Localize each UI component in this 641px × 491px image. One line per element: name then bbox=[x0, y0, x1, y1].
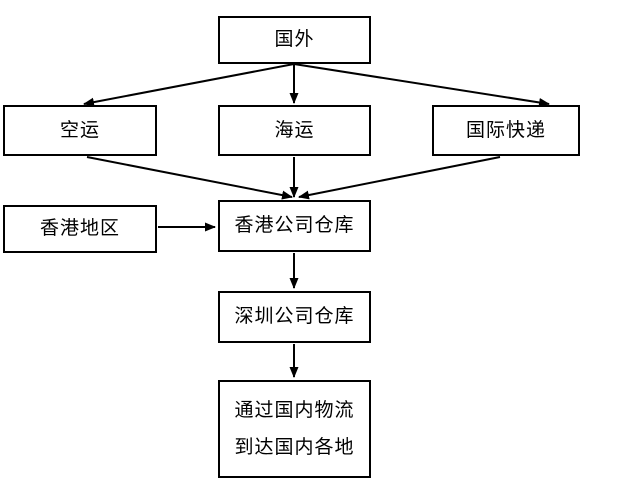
node-sea-freight-label: 海运 bbox=[274, 119, 315, 141]
node-air-freight-label: 空运 bbox=[59, 119, 100, 141]
edge-express-to-hkwarehouse bbox=[298, 156, 501, 200]
node-domestic-delivery[interactable]: 通过国内物流 到达国内各地 bbox=[218, 380, 371, 478]
node-hongkong-warehouse-label: 香港公司仓库 bbox=[234, 215, 355, 237]
edge-abroad-to-express bbox=[293, 63, 550, 107]
node-international-express[interactable]: 国际快递 bbox=[432, 105, 580, 156]
node-hongkong-warehouse[interactable]: 香港公司仓库 bbox=[218, 200, 371, 252]
edge-air-to-hkwarehouse bbox=[86, 156, 293, 200]
node-shenzhen-warehouse-label: 深圳公司仓库 bbox=[234, 306, 355, 328]
edge-abroad-to-air bbox=[83, 63, 295, 107]
node-abroad-label: 国外 bbox=[274, 29, 315, 51]
node-hongkong-region[interactable]: 香港地区 bbox=[3, 205, 157, 253]
node-shenzhen-warehouse[interactable]: 深圳公司仓库 bbox=[218, 291, 371, 343]
node-international-express-label: 国际快递 bbox=[465, 119, 546, 141]
node-domestic-delivery-label-line2: 到达国内各地 bbox=[234, 437, 355, 458]
node-hongkong-region-label: 香港地区 bbox=[39, 218, 120, 240]
node-domestic-delivery-label-line1: 通过国内物流 bbox=[234, 400, 355, 421]
node-air-freight[interactable]: 空运 bbox=[3, 105, 157, 156]
node-abroad[interactable]: 国外 bbox=[218, 16, 371, 64]
node-sea-freight[interactable]: 海运 bbox=[218, 105, 371, 156]
